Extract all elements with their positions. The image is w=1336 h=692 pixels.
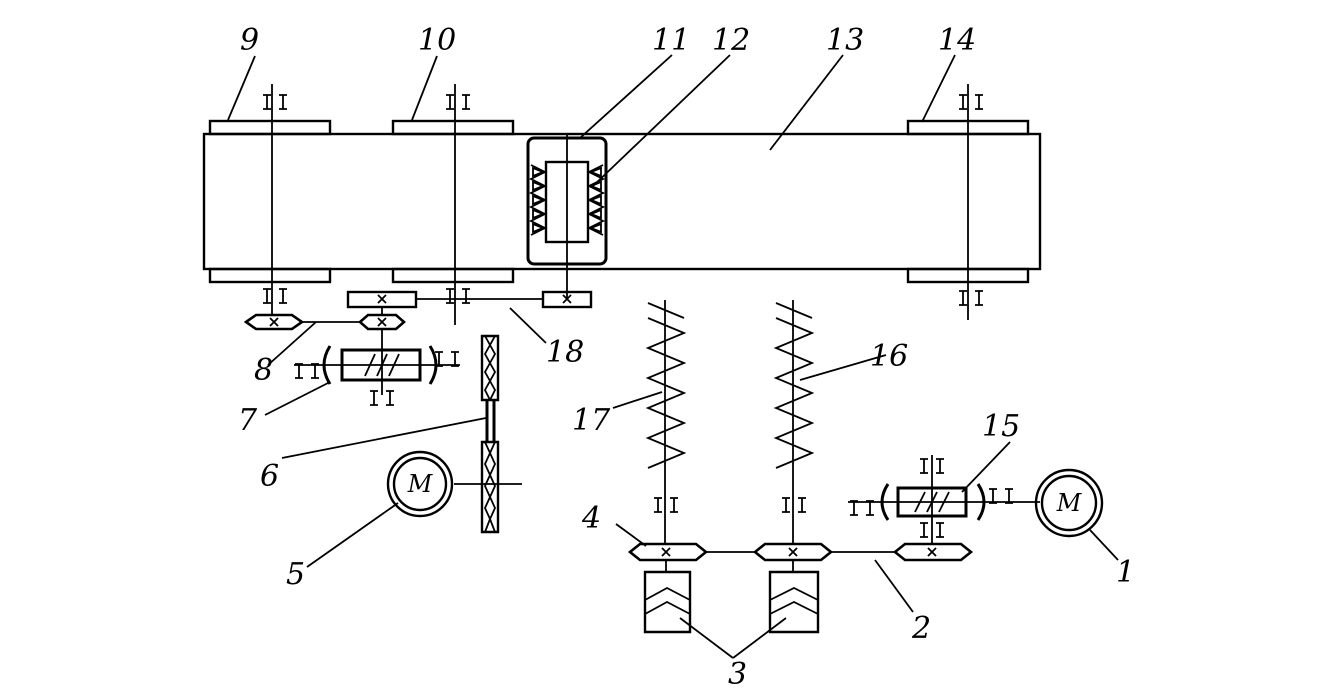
rack-gear-block — [526, 134, 608, 300]
guide-shoe-9 — [208, 119, 332, 284]
label-14: 14 — [938, 23, 976, 58]
motor-symbol-1: M — [1056, 489, 1083, 517]
label-13: 13 — [826, 23, 864, 58]
shaft-10 — [445, 84, 471, 325]
callout-labels: 9 10 11 12 13 14 15 16 17 18 8 7 6 5 4 3… — [238, 23, 1135, 692]
label-8: 8 — [254, 353, 273, 388]
bevel-gear-3-right — [768, 570, 820, 634]
label-16: 16 — [870, 339, 908, 374]
gear-chain-2-4 — [627, 542, 974, 572]
label-17: 17 — [572, 403, 611, 438]
label-12: 12 — [712, 23, 750, 58]
motor-symbol: M — [407, 470, 434, 498]
label-18: 18 — [546, 335, 584, 370]
bevel-gear-3-left — [643, 570, 692, 634]
label-9: 9 — [240, 23, 259, 58]
shaft-9 — [262, 84, 288, 330]
label-2: 2 — [911, 611, 931, 646]
motor-1: M — [1034, 468, 1104, 538]
lift-screw-17 — [645, 300, 687, 550]
label-7: 7 — [238, 403, 258, 438]
worm-gear-15 — [848, 455, 1040, 545]
lift-screw-16 — [773, 300, 815, 550]
label-10: 10 — [418, 23, 456, 58]
label-1: 1 — [1116, 555, 1135, 590]
motor-5: M — [386, 450, 454, 518]
leader-lines — [227, 54, 1119, 659]
label-6: 6 — [260, 459, 279, 494]
label-4: 4 — [581, 501, 601, 536]
label-11: 11 — [652, 23, 690, 58]
guide-shoe-10 — [391, 119, 515, 284]
table-frame — [202, 132, 1042, 271]
gear-pair-8 — [243, 313, 406, 331]
label-15: 15 — [982, 409, 1020, 444]
label-5: 5 — [286, 557, 305, 592]
shaft-14 — [958, 84, 984, 320]
belt-drive-6 — [454, 334, 522, 534]
worm-gear-7 — [294, 345, 460, 406]
label-3: 3 — [728, 657, 747, 692]
